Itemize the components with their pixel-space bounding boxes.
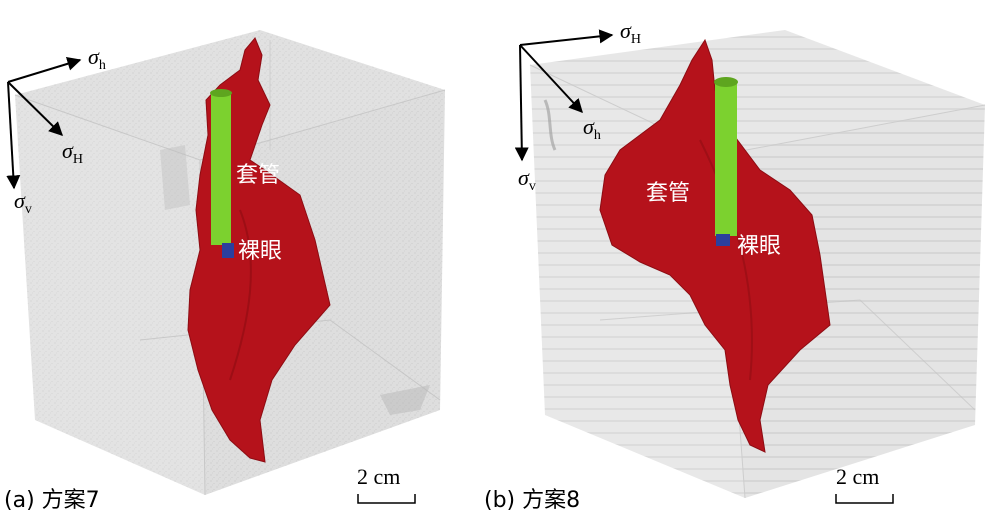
casing-b — [715, 82, 737, 236]
openhole-label-b: 裸眼 — [737, 234, 781, 259]
scale-label-b: 2 cm — [836, 464, 879, 489]
openhole-b — [716, 234, 730, 246]
stress-axes-b: σH σh σv — [514, 18, 641, 194]
openhole-a — [222, 243, 234, 258]
casing-b-top — [714, 77, 738, 87]
openhole-label-a: 裸眼 — [238, 239, 282, 264]
block-a-left-face — [15, 95, 205, 495]
scale-bar-b: 2 cm — [835, 464, 894, 504]
scale-bar-a: 2 cm — [357, 464, 416, 504]
casing-label-b: 套管 — [646, 181, 690, 206]
stress-axes-a: σh σH σv — [6, 44, 106, 217]
block-b-top-face — [530, 30, 985, 155]
scale-label-a: 2 cm — [357, 464, 400, 489]
axis-label-sigma-v-b: σv — [518, 165, 536, 194]
casing-a — [211, 93, 231, 245]
axis-label-sigma-H-b: σH — [620, 18, 641, 47]
casing-a-top — [210, 89, 232, 97]
caption-a: (a) 方案7 — [4, 488, 100, 513]
axis-label-sigma-H-a: σH — [62, 138, 83, 167]
axis-label-sigma-h-a: σh — [88, 44, 106, 73]
panel-b: 套管 裸眼 σH σh σv 2 cm (b) 方案8 — [484, 18, 986, 513]
axis-label-sigma-v-a: σv — [14, 188, 32, 217]
axis-label-sigma-h-b: σh — [583, 114, 601, 143]
caption-b: (b) 方案8 — [484, 488, 580, 513]
panel-a: 套管 裸眼 σh σH σv 2 cm (a) 方案7 — [4, 30, 446, 513]
fracture-surface-b — [599, 38, 831, 453]
casing-label-a: 套管 — [236, 163, 280, 188]
